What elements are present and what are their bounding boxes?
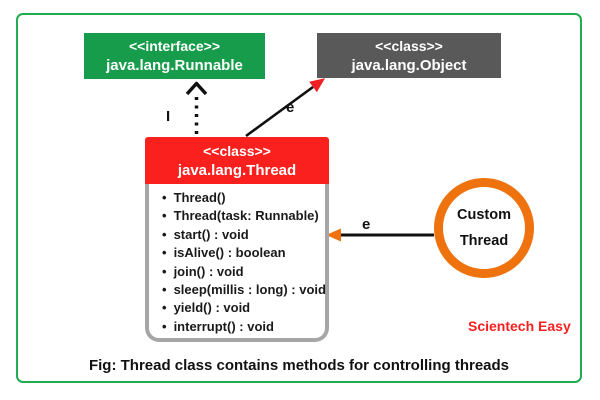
extends-object-label: e <box>286 99 295 116</box>
method-item: Thread() <box>162 189 325 207</box>
object-stereotype: <<class>> <box>375 37 443 54</box>
thread-method-list: Thread() Thread(task: Runnable) start() … <box>145 184 329 342</box>
method-item: yield() : void <box>162 299 325 317</box>
runnable-stereotype: <<interface>> <box>128 38 221 54</box>
method-item: Thread(task: Runnable) <box>162 207 325 225</box>
extends-custom-label: e <box>362 216 371 233</box>
outer-frame <box>16 13 582 383</box>
implements-label: I <box>166 108 171 125</box>
implements-arrow <box>185 81 208 134</box>
method-item: isAlive() : boolean <box>162 244 325 262</box>
thread-name: java.lang.Thread <box>177 161 297 179</box>
figure-caption: Fig: Thread class contains methods for c… <box>88 357 510 374</box>
watermark: Scientech Easy <box>468 318 571 334</box>
thread-stereotype: <<class>> <box>203 142 271 159</box>
extends-object-arrow <box>245 78 326 138</box>
method-item: interrupt() : void <box>162 318 325 336</box>
custom-thread-circle: Custom Thread <box>434 178 534 278</box>
runnable-name: java.lang.Runnable <box>106 57 243 74</box>
custom-thread-line1: Custom <box>457 207 511 223</box>
runnable-interface-box: <<interface>> java.lang.Runnable <box>84 33 265 79</box>
object-class-box: <<class>> java.lang.Object <box>317 33 501 78</box>
method-item: sleep(millis : long) : void <box>162 281 326 299</box>
object-name: java.lang.Object <box>351 56 467 74</box>
custom-thread-line2: Thread <box>459 233 509 249</box>
method-item: join() : void <box>162 263 325 281</box>
method-item: start() : void <box>162 226 325 244</box>
thread-class-header: <<class>> java.lang.Thread <box>145 137 329 184</box>
